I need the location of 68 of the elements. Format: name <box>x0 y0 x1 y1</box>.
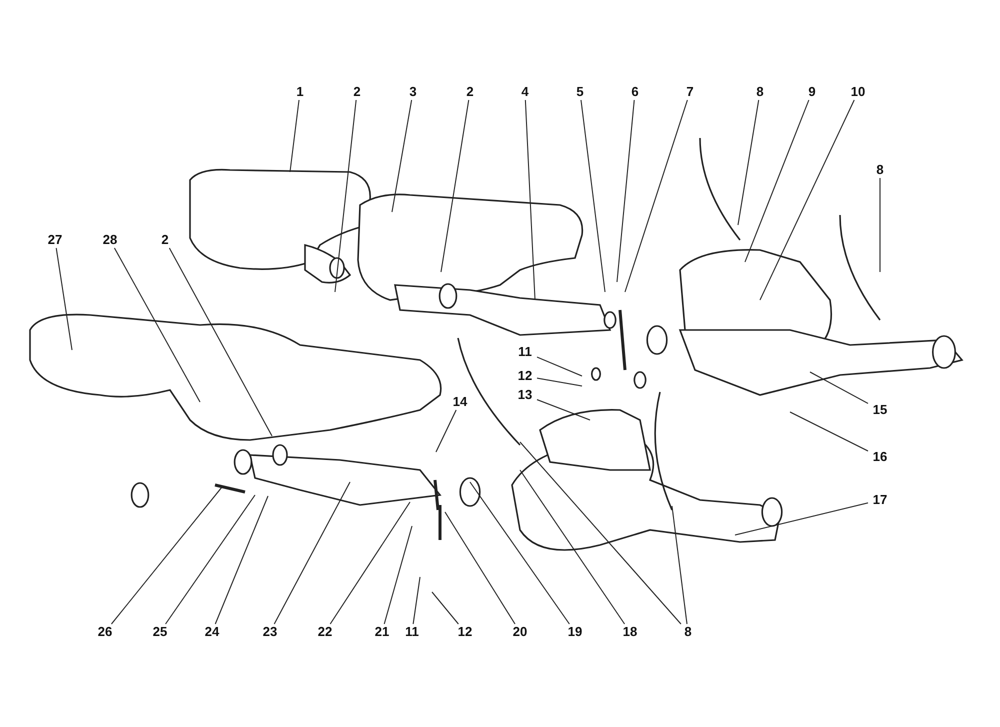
callout-number: 10 <box>846 84 870 100</box>
callout-number: 14 <box>448 394 472 410</box>
leader-line <box>624 100 688 292</box>
leader-line <box>520 470 626 624</box>
callout-number: 19 <box>563 624 587 640</box>
callout-number: 20 <box>508 624 532 640</box>
leader-line <box>165 494 256 624</box>
callout-number: 9 <box>800 84 824 100</box>
leader-line <box>384 526 412 624</box>
callout-number: 18 <box>618 624 642 640</box>
leader-line <box>56 248 72 350</box>
leader-line <box>110 486 222 624</box>
leader-line <box>436 410 457 452</box>
callout-number: 25 <box>148 624 172 640</box>
leader-line <box>392 100 412 212</box>
callout-number: 4 <box>513 84 537 100</box>
callout-number: 5 <box>568 84 592 100</box>
leader-line <box>440 100 470 272</box>
callout-number: 12 <box>513 368 537 384</box>
callout-number: 6 <box>623 84 647 100</box>
leader-line <box>274 482 350 624</box>
callout-number: 8 <box>676 624 700 640</box>
leader-line <box>334 100 357 292</box>
callout-number: 21 <box>370 624 394 640</box>
callout-number: 11 <box>513 344 537 360</box>
leader-line <box>672 506 688 624</box>
callout-number: 1 <box>288 84 312 100</box>
callout-number: 7 <box>678 84 702 100</box>
leader-line <box>168 248 272 436</box>
leader-line <box>290 100 300 172</box>
leader-line <box>470 482 570 624</box>
leader-line <box>616 100 635 282</box>
callout-number: 17 <box>868 492 892 508</box>
callout-number: 12 <box>453 624 477 640</box>
leader-line <box>738 100 760 226</box>
leader-line <box>444 512 516 624</box>
callout-number: 15 <box>868 402 892 418</box>
leader-line <box>432 592 459 624</box>
callout-number: 11 <box>400 624 424 640</box>
leader-line <box>114 248 200 402</box>
leader-line <box>734 502 868 536</box>
callout-number: 8 <box>748 84 772 100</box>
callout-number: 2 <box>153 232 177 248</box>
leader-line <box>520 442 682 624</box>
callout-number: 2 <box>345 84 369 100</box>
leader-line <box>330 502 410 624</box>
leader-line <box>536 378 582 386</box>
leader-line <box>536 399 590 420</box>
callout-number: 16 <box>868 449 892 465</box>
callout-number: 26 <box>93 624 117 640</box>
leader-line <box>790 412 868 452</box>
leader-line <box>214 496 268 624</box>
callout-number: 8 <box>868 162 892 178</box>
callout-number: 28 <box>98 232 122 248</box>
callout-number: 2 <box>458 84 482 100</box>
callout-number: 27 <box>43 232 67 248</box>
leader-line <box>760 100 855 300</box>
leader-line <box>536 356 582 376</box>
callout-number: 24 <box>200 624 224 640</box>
leader-line <box>524 100 536 300</box>
callout-number: 23 <box>258 624 282 640</box>
leader-line <box>580 100 606 292</box>
callout-number: 22 <box>313 624 337 640</box>
leader-line <box>412 576 420 624</box>
leader-line <box>810 372 868 404</box>
callout-number: 3 <box>401 84 425 100</box>
callout-number: 13 <box>513 387 537 403</box>
leader-line <box>744 100 810 262</box>
